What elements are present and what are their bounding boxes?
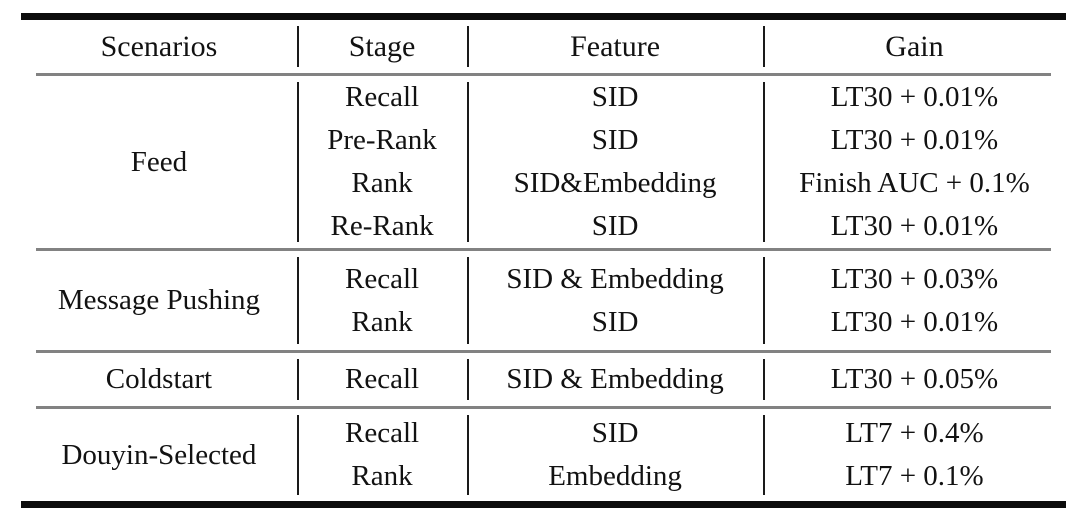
stage-value: Rank (351, 305, 413, 338)
results-table: Scenarios Stage Feature Gain Feed Recall… (21, 13, 1066, 508)
table-bottom-rule (21, 501, 1066, 508)
table-header-row: Scenarios Stage Feature Gain (21, 20, 1066, 73)
feature-value: SID & Embedding (506, 262, 724, 295)
feature-value: SID (591, 210, 639, 242)
column-divider (467, 26, 470, 67)
column-divider (762, 82, 765, 242)
scenario-label: Coldstart (105, 363, 213, 395)
feature-value: SID (591, 124, 639, 156)
column-divider (467, 82, 470, 242)
column-divider (467, 359, 470, 400)
gain-value: LT30 + 0.03% (830, 262, 999, 295)
feature-value: SID (591, 305, 639, 338)
feature-value: SID (591, 81, 639, 113)
column-divider (467, 257, 470, 344)
column-divider (296, 257, 299, 344)
stage-value: Rank (351, 167, 413, 199)
stage-value: Re-Rank (330, 210, 434, 242)
column-divider (762, 26, 765, 67)
table-group-feed: Feed Recall Pre-Rank Rank Re-Rank SID SI… (21, 76, 1066, 248)
column-divider (296, 26, 299, 67)
column-header-scenarios: Scenarios (100, 30, 218, 63)
column-divider (296, 82, 299, 242)
feature-value: Embedding (548, 460, 682, 492)
gain-value: LT7 + 0.1% (845, 460, 984, 492)
feature-value: SID (591, 417, 639, 449)
stage-value: Rank (351, 460, 413, 492)
table-group-douyin-selected: Douyin-Selected Recall Rank SID Embeddin… (21, 409, 1066, 501)
stage-value: Recall (345, 417, 420, 449)
column-header-gain: Gain (885, 30, 944, 63)
group-separator-rule (36, 350, 1051, 353)
table-group-coldstart: Coldstart Recall SID & Embedding LT30 + … (21, 353, 1066, 406)
gain-value: LT7 + 0.4% (845, 417, 984, 449)
table-top-rule (21, 13, 1066, 20)
stage-value: Recall (345, 363, 420, 395)
scenario-label: Feed (130, 145, 188, 178)
stage-value: Pre-Rank (327, 124, 437, 156)
column-header-stage: Stage (348, 30, 416, 63)
header-separator-rule (36, 73, 1051, 76)
group-separator-rule (36, 406, 1051, 409)
column-divider (296, 415, 299, 495)
gain-value: LT30 + 0.01% (830, 124, 999, 156)
column-header-feature: Feature (570, 30, 661, 63)
gain-value: LT30 + 0.01% (830, 305, 999, 338)
stage-value: Recall (345, 81, 420, 113)
column-divider (762, 359, 765, 400)
stage-value: Recall (345, 262, 420, 295)
column-divider (762, 415, 765, 495)
table-group-message-pushing: Message Pushing Recall Rank SID & Embedd… (21, 251, 1066, 350)
feature-value: SID & Embedding (506, 363, 724, 395)
scenario-label: Douyin-Selected (61, 438, 257, 471)
column-divider (762, 257, 765, 344)
scenario-label: Message Pushing (57, 284, 261, 316)
gain-value: LT30 + 0.01% (830, 210, 999, 242)
gain-value: LT30 + 0.05% (830, 363, 999, 395)
column-divider (296, 359, 299, 400)
column-divider (467, 415, 470, 495)
feature-value: SID&Embedding (513, 167, 717, 199)
group-separator-rule (36, 248, 1051, 251)
gain-value: LT30 + 0.01% (830, 81, 999, 113)
gain-value: Finish AUC + 0.1% (799, 167, 1030, 199)
